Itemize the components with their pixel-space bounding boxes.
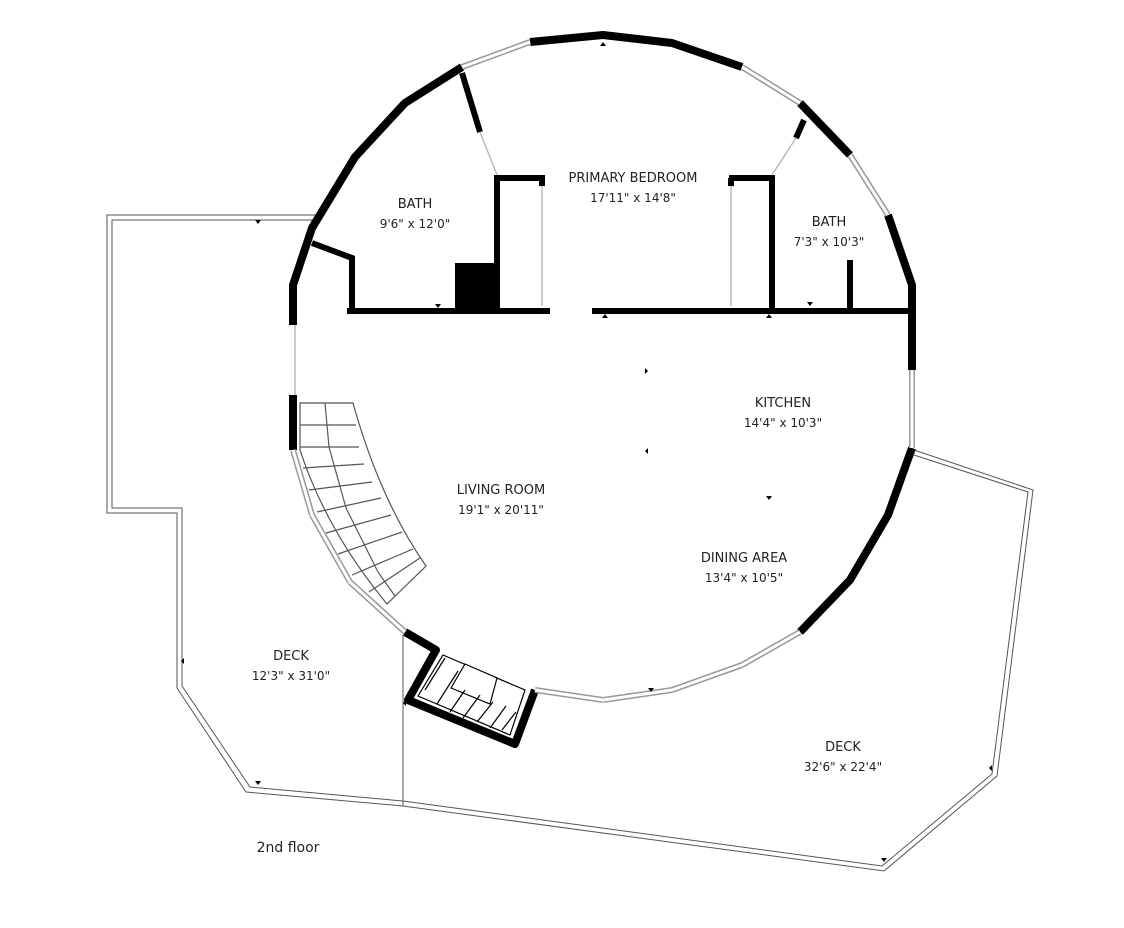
outer-wall [289,31,916,748]
room-dims: 9'6" x 12'0" [380,217,451,231]
room-bath-left: BATH 9'6" x 12'0" [380,197,451,231]
room-dims: 19'1" x 20'11" [458,503,544,517]
room-deck-right: DECK 32'6" x 22'4" [804,740,882,774]
room-kitchen: KITCHEN 14'4" x 10'3" [744,396,822,430]
room-bath-right: BATH 7'3" x 10'3" [794,215,865,249]
room-deck-left: DECK 12'3" x 31'0" [252,649,330,683]
room-dims: 32'6" x 22'4" [804,760,882,774]
fireplace [417,654,526,736]
room-name: KITCHEN [755,396,811,411]
room-living-room: LIVING ROOM 19'1" x 20'11" [457,483,545,517]
windows [290,39,915,703]
room-dims: 7'3" x 10'3" [794,235,865,249]
deck-left-outline [106,214,404,807]
room-dims: 12'3" x 31'0" [252,669,330,683]
room-dining-area: DINING AREA 13'4" x 10'5" [701,551,787,585]
room-name: PRIMARY BEDROOM [569,171,698,186]
room-dims: 17'11" x 14'8" [590,191,676,205]
room-name: LIVING ROOM [457,483,545,498]
markers [181,42,992,862]
room-name: DECK [825,740,861,755]
chimney-block [455,263,499,311]
floor-label: 2nd floor [257,840,320,856]
room-name: BATH [812,215,847,230]
room-name: DINING AREA [701,551,787,566]
interior-walls [310,72,912,314]
windows-inner [291,40,914,702]
staircase [299,402,427,605]
room-dims: 13'4" x 10'5" [705,571,783,585]
room-primary-bedroom: PRIMARY BEDROOM 17'11" x 14'8" [569,171,698,205]
deck-right-outline [402,449,1034,872]
room-name: DECK [273,649,309,664]
room-dims: 14'4" x 10'3" [744,416,822,430]
door-lines [294,131,797,395]
room-name: BATH [398,197,433,212]
